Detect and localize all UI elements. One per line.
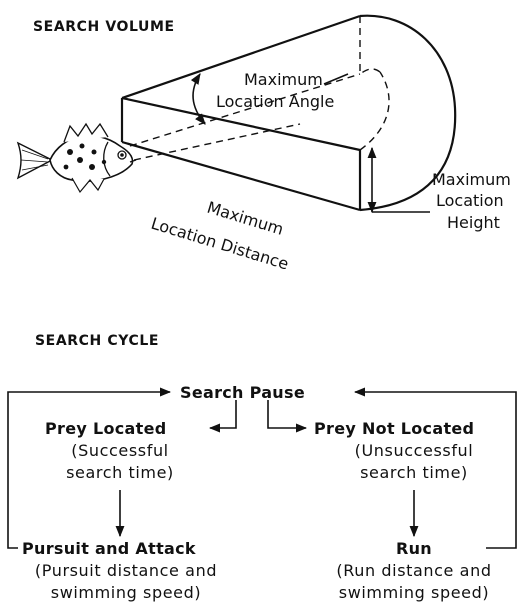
search-volume-wedge	[120, 14, 457, 212]
sunfish-illustration	[16, 122, 137, 194]
node-prey-located: Prey Located	[45, 419, 167, 438]
node-prey-not-located: Prey Not Located	[314, 419, 474, 438]
wedge-top-front-edge	[121, 96, 361, 152]
arrow-pause-to-located	[208, 400, 237, 433]
wedge-bottom-edge	[121, 140, 361, 212]
wedge-top-back-edge	[121, 14, 361, 100]
loop-left-return	[7, 387, 172, 549]
hidden-top-arc-end	[359, 68, 381, 75]
node-prey-located-sub2: search time)	[66, 463, 174, 482]
search-volume-heading: SEARCH VOLUME	[33, 19, 175, 35]
wedge-curved-face	[359, 14, 457, 212]
height-label-line2: Location	[436, 191, 504, 210]
search-cycle-heading: SEARCH CYCLE	[35, 333, 159, 349]
arrow-pause-to-not-located	[267, 400, 308, 433]
node-run-sub1: (Run distance and	[336, 561, 491, 580]
loop-right-return	[353, 387, 517, 549]
node-search-pause: Search Pause	[180, 383, 305, 402]
node-run: Run	[396, 539, 432, 558]
height-label-line1: Maximum	[432, 170, 511, 189]
sight-line	[133, 123, 301, 161]
angle-label-line1: Maximum	[244, 70, 323, 89]
height-label-line3: Height	[447, 213, 500, 232]
node-pursuit-attack-sub1: (Pursuit distance and	[35, 561, 217, 580]
angle-label-leader	[323, 73, 349, 85]
node-pursuit-attack: Pursuit and Attack	[22, 539, 196, 558]
node-prey-not-located-sub1: (Unsuccessful	[355, 441, 474, 460]
node-pursuit-attack-sub2: swimming speed)	[51, 583, 201, 602]
node-prey-not-located-sub2: search time)	[360, 463, 468, 482]
node-prey-located-sub1: (Successful	[71, 441, 168, 460]
hidden-bottom-edge	[129, 73, 361, 147]
node-run-sub2: swimming speed)	[339, 583, 489, 602]
hidden-top-arc	[359, 71, 390, 151]
angle-label-line2: Location Angle	[216, 92, 334, 111]
location-angle-arc	[190, 73, 206, 125]
